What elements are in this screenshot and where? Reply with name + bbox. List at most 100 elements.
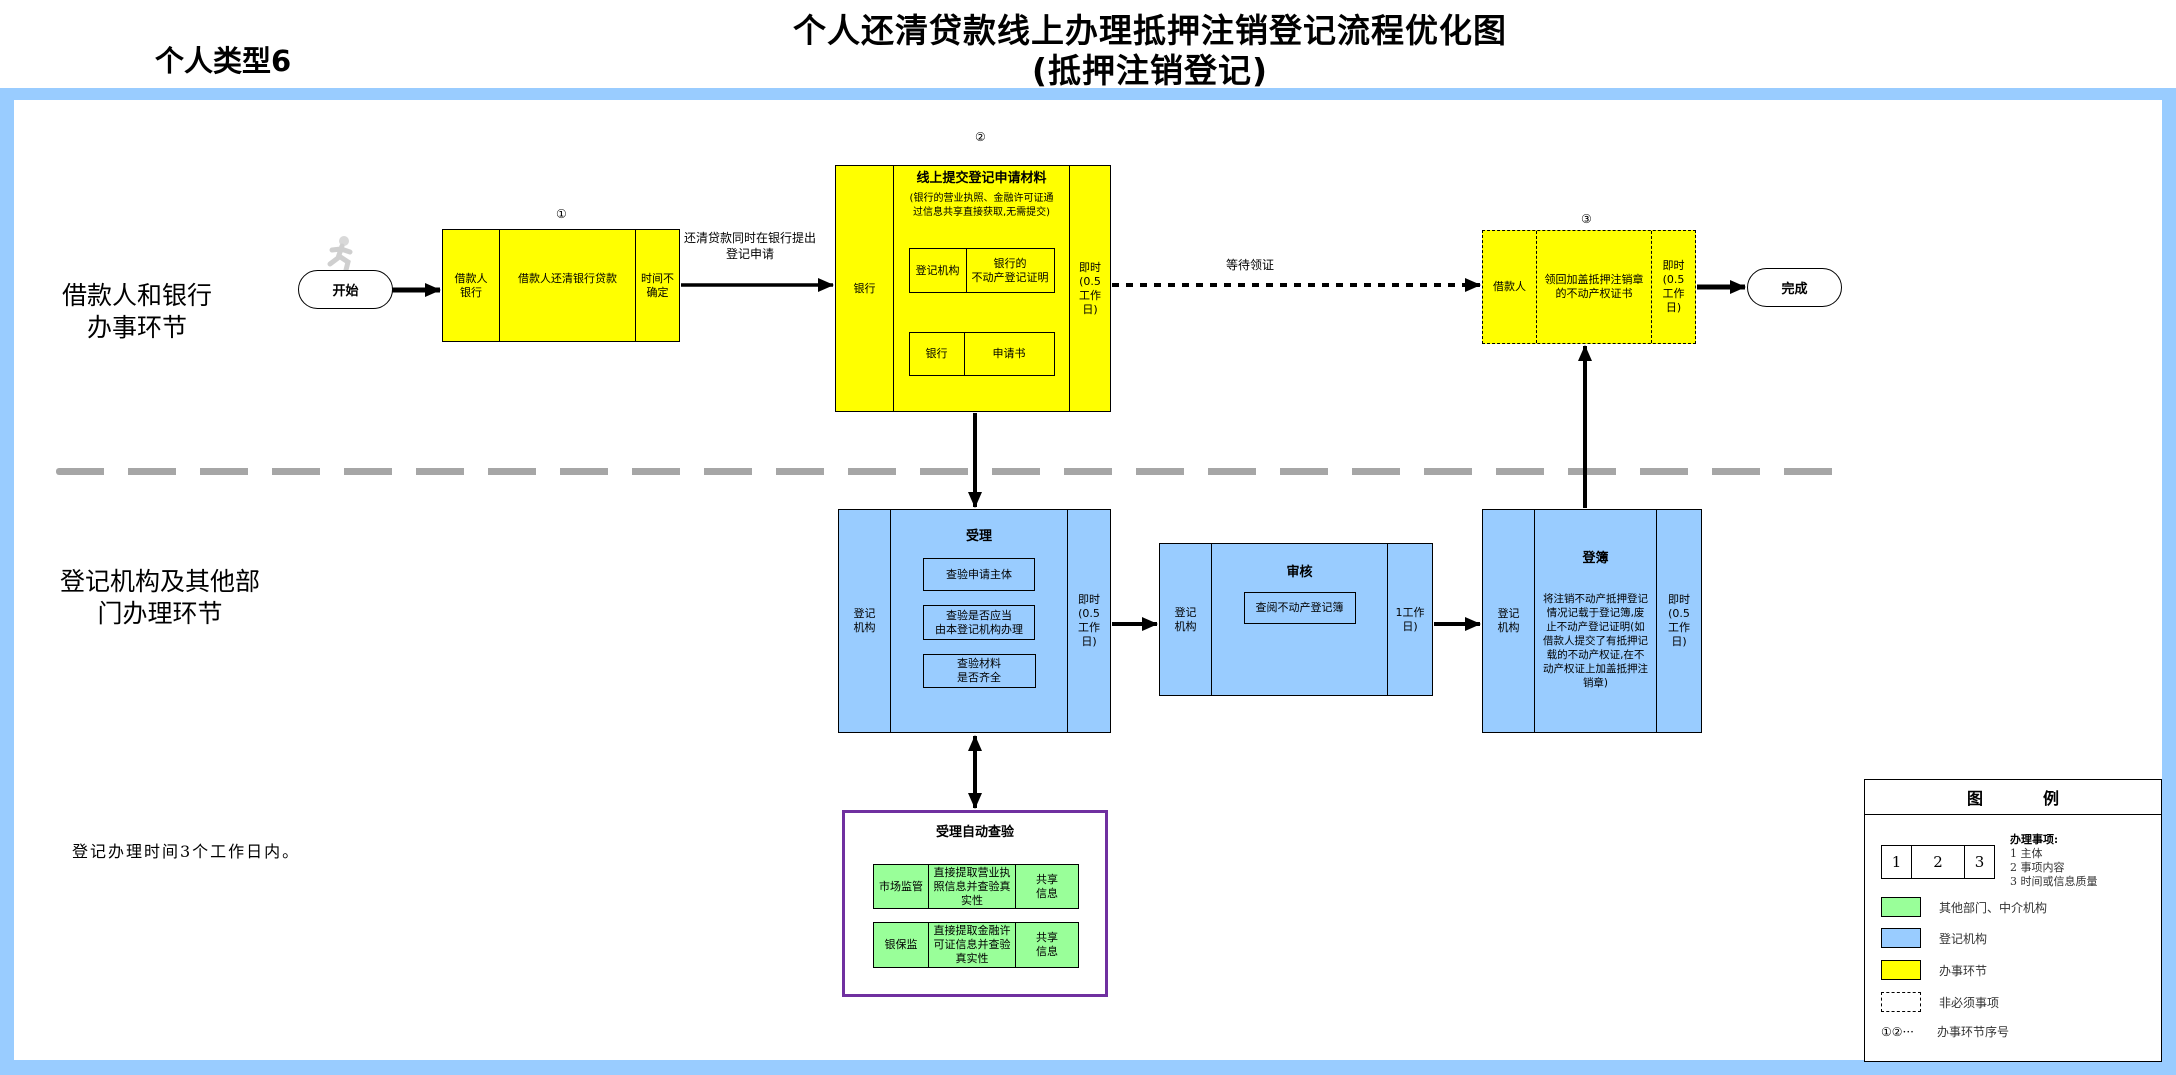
auto-check-title: 受理自动查验: [935, 825, 1014, 840]
time-line: (0.5: [1668, 607, 1690, 620]
end-terminal[interactable]: 完成: [1747, 268, 1842, 307]
lane-label-line: 登记机构及其他部: [59, 567, 260, 596]
step-subject: 登记 机构: [1160, 544, 1211, 695]
lane-label-line: 办事环节: [86, 313, 187, 342]
legend-label: 登记机构: [1939, 931, 1988, 946]
check-item: 查验材料 是否齐全: [922, 654, 1036, 688]
check-item: 查验申请主体: [923, 558, 1035, 591]
time-line: (0.5: [1662, 273, 1685, 286]
legend-row-green: 其他部门、中介机构: [1881, 897, 2047, 917]
edge-label-line: 还清贷款同时在银行提出: [683, 231, 816, 245]
lane-label-borrower-bank: 借款人和银行 办事环节: [52, 280, 222, 344]
legend-title: 图例: [1865, 780, 2161, 815]
auto-check-content: 直接提取金融许 可证信息并查验 真实性: [928, 923, 1015, 967]
step-review[interactable]: 登记 机构 审核 查阅不动产登记簿 1工作 日): [1159, 543, 1433, 696]
subject-line: 借款人: [1493, 280, 1526, 293]
step-subject: 借款人 银行: [443, 230, 499, 341]
time-line: 即时: [1668, 593, 1690, 606]
doc-line: 不动产登记证明: [971, 270, 1049, 284]
start-terminal[interactable]: 开始: [298, 270, 393, 309]
content-text: 借款人还清银行贷款: [518, 272, 617, 285]
time-line: 工作: [1078, 621, 1100, 634]
legend: 图例 1 2 3 办理事项: 1 主体 2 事项内容 3 时间或信息质量 其他部…: [1864, 779, 2162, 1062]
legend-row-blue: 登记机构: [1881, 928, 1987, 948]
step-3-collect-certificate[interactable]: 借款人 领回加盖抵押注销章 的不动产权证书 即时 (0.5 工作 日): [1482, 230, 1696, 344]
time-line: 工作: [1662, 287, 1685, 300]
check-line: 由本登记机构办理: [935, 622, 1023, 636]
info-line: 共享: [1036, 872, 1058, 886]
step-content: 借款人还清银行贷款: [499, 230, 635, 341]
step-1-repay-loan[interactable]: 借款人 银行 借款人还清银行贷款 时间不 确定: [442, 229, 680, 342]
content-line: 实性: [961, 893, 983, 907]
auto-check-row: 市场监管 直接提取营业执 照信息并查验真 实性 共享 信息: [873, 864, 1079, 909]
material-row: 银行 申请书: [908, 332, 1055, 376]
type-label: 个人类型6: [155, 44, 292, 78]
step-time: 即时 (0.5 工作 日): [1656, 510, 1701, 732]
time-line: 日): [1671, 635, 1687, 648]
material-doc: 申请书: [963, 333, 1054, 375]
lane-label-line: 借款人和银行: [61, 281, 212, 310]
time-line: 日): [1402, 619, 1418, 633]
legend-row-sequence: ①②··· 办事环节序号: [1881, 1023, 2009, 1040]
auto-check-content: 直接提取营业执 照信息并查验真 实性: [928, 865, 1015, 908]
check-line: 查验材料: [957, 657, 1001, 670]
legend-sequence-symbol: ①②···: [1881, 1024, 1914, 1039]
auto-check-dept: 市场监管: [879, 879, 923, 893]
subject-line: 机构: [1497, 621, 1520, 634]
info-line: 信息: [1036, 886, 1058, 900]
legend-swatch-dashed: [1881, 992, 1921, 1012]
step-title: 登簿: [1582, 551, 1609, 566]
note-line: (银行的营业执照、金融许可证通: [909, 193, 1054, 204]
subject-line: 银行: [460, 285, 482, 299]
edge-label-submit-application: 还清贷款同时在银行提出 登记申请: [680, 230, 820, 262]
material-doc: 银行的 不动产登记证明: [965, 249, 1054, 292]
running-person-icon: [327, 236, 353, 273]
step-number-3: ③: [1581, 212, 1592, 226]
time-line: 日): [1082, 302, 1098, 316]
auto-check-row: 银保监 直接提取金融许 可证信息并查验 真实性 共享 信息: [873, 922, 1079, 968]
step-subject: 银行: [836, 166, 893, 411]
legend-items-title: 办理事项:: [2010, 833, 2059, 846]
material-issuer: 银行: [925, 347, 948, 360]
step-time: 即时 (0.5 工作 日): [1651, 231, 1695, 343]
time-line: 工作: [1079, 288, 1101, 302]
auto-check-info: 共享 信息: [1015, 923, 1078, 967]
time-line: (0.5: [1078, 607, 1100, 620]
legend-swatch-green: [1881, 897, 1921, 917]
step-content: 领回加盖抵押注销章 的不动产权证书: [1536, 231, 1651, 343]
step-2-online-submission[interactable]: 银行 线上提交登记申请材料 (银行的营业执照、金融许可证通 过信息共享直接获取,…: [835, 165, 1111, 412]
time-line: 日): [1081, 635, 1097, 648]
step-time: 时间不 确定: [635, 230, 679, 341]
step-content: 登簿 将注销不动产抵押登记情况记载于登记簿,废止不动产登记证明(如借款人提交了有…: [1534, 510, 1656, 732]
step-description: 将注销不动产抵押登记情况记载于登记簿,废止不动产登记证明(如借款人提交了有抵押记…: [1543, 593, 1648, 689]
material-row: 登记机构 银行的 不动产登记证明: [908, 248, 1055, 293]
step-subject: 借款人: [1483, 231, 1536, 343]
time-line: 确定: [646, 285, 669, 299]
step-subject: 登记 机构: [839, 510, 890, 732]
step-record[interactable]: 登记 机构 登簿 将注销不动产抵押登记情况记载于登记簿,废止不动产登记证明(如借…: [1482, 509, 1702, 733]
edge-label-line: 登记申请: [725, 247, 774, 261]
edge-label-wait-for-certificate: 等待领证: [1225, 258, 1274, 272]
step-accept[interactable]: 登记 机构 受理 查验申请主体 查验是否应当 由本登记机构办理 查验材料 是否齐…: [838, 509, 1111, 733]
auto-check-info: 共享 信息: [1015, 865, 1078, 908]
legend-label: 非必须事项: [1939, 995, 2000, 1010]
time-line: 1工作: [1395, 605, 1425, 619]
legend-cell: 2: [1911, 846, 1964, 878]
legend-label: 办事环节: [1939, 963, 1988, 978]
legend-items-description: 办理事项: 1 主体 2 事项内容 3 时间或信息质量: [2010, 833, 2098, 889]
processing-time-note: 登记办理时间3个工作日内。: [72, 842, 301, 861]
legend-item: 2 事项内容: [2010, 861, 2065, 874]
auto-check-panel[interactable]: 受理自动查验 市场监管 直接提取营业执 照信息并查验真 实性 共享 信息 银保监…: [842, 810, 1108, 997]
diagram-title-line1: 个人还清贷款线上办理抵押注销登记流程优化图: [793, 11, 1507, 50]
lane-label-registry: 登记机构及其他部 门办理环节: [50, 566, 270, 630]
legend-cell: 3: [1964, 846, 1994, 878]
legend-item: 1 主体: [2010, 847, 2043, 860]
time-line: 时间不: [641, 271, 674, 285]
time-line: 即时: [1078, 593, 1100, 606]
subject-line: 登记: [853, 607, 876, 620]
diagram-title-line2: (抵押注销登记): [1031, 51, 1269, 90]
step-content: 审核 查阅不动产登记簿: [1211, 544, 1387, 695]
step-time: 即时 (0.5 工作 日): [1069, 166, 1110, 411]
lane-label-line: 门办理环节: [97, 599, 223, 628]
subject-line: 登记: [1497, 607, 1520, 620]
